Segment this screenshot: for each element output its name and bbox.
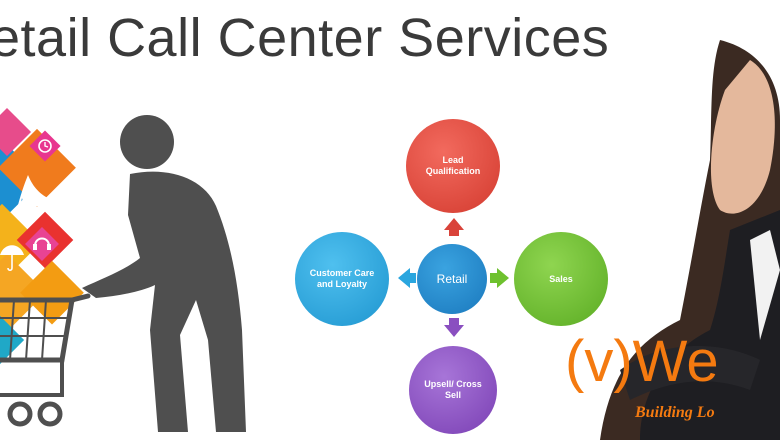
brand-name: (v)We <box>565 329 719 394</box>
clock-icon <box>38 139 52 153</box>
node-upsell-cross-sell: Upsell/ Cross Sell <box>409 346 497 434</box>
node-lead-qualification: Lead Qualification <box>406 119 500 213</box>
shopping-cart-icon <box>0 293 91 427</box>
node-customer-care: Customer Care and Loyalty <box>295 232 389 326</box>
headphones-icon <box>33 237 51 250</box>
shopper-silhouette-icon <box>82 115 246 432</box>
node-sales: Sales <box>514 232 608 326</box>
diagram-arrows <box>398 218 509 337</box>
umbrella-icon <box>0 245 24 272</box>
brand-tagline: Building Lo <box>635 404 715 421</box>
banner-title: etail Call Center Services <box>0 8 610 68</box>
businesswoman-photo <box>600 40 780 440</box>
high-heel-icon <box>18 175 49 206</box>
node-retail-center: Retail <box>417 244 487 314</box>
